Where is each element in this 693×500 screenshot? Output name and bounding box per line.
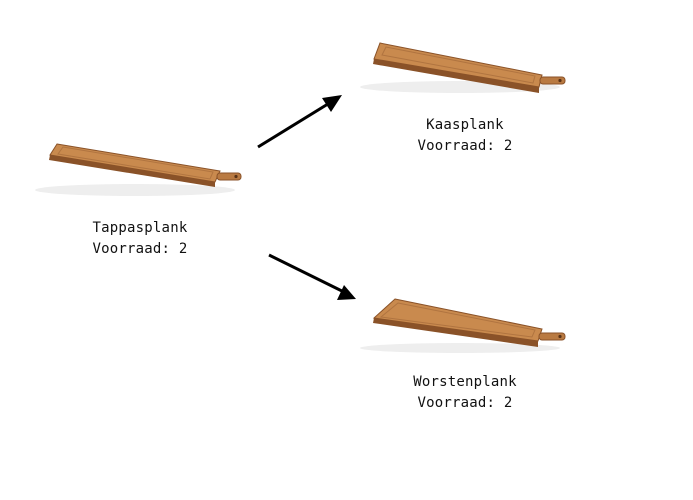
node-name: Tappasplank: [92, 220, 188, 236]
node-name: Kaasplank: [426, 117, 504, 133]
serving-board-icon: [35, 143, 242, 196]
node-stock: Voorraad: 2: [417, 138, 513, 154]
arrow-to-kaasplank: [257, 95, 342, 149]
arrow-to-worstenplank: [268, 253, 356, 300]
board-image: [350, 282, 580, 362]
node-kaasplank: Kaasplank Voorraad: 2: [350, 25, 580, 157]
serving-board-icon: [360, 298, 566, 353]
node-name: Worstenplank: [413, 374, 517, 390]
serving-board-icon: [360, 42, 566, 93]
node-tappasplank: Tappasplank Voorraad: 2: [25, 130, 255, 260]
node-worstenplank: Worstenplank Voorraad: 2: [350, 282, 580, 414]
node-stock: Voorraad: 2: [417, 395, 513, 411]
board-image: [350, 25, 580, 105]
board-image: [25, 130, 255, 210]
node-stock: Voorraad: 2: [92, 241, 188, 257]
